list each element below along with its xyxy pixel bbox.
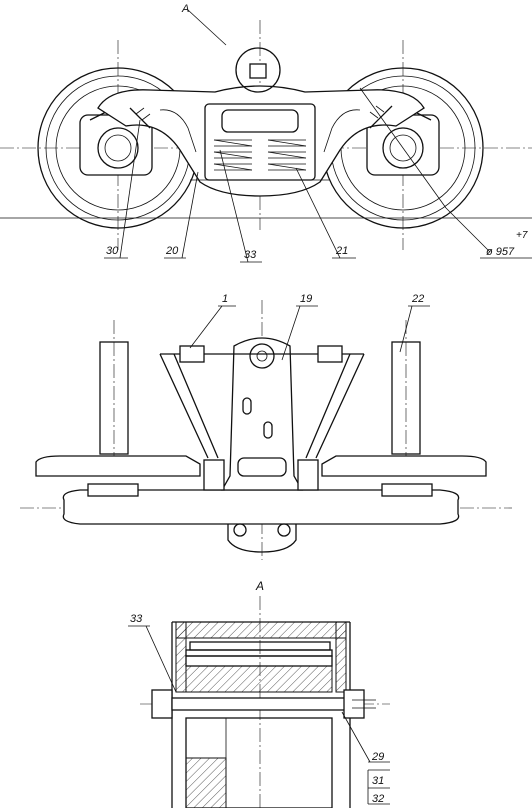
view-a-marker: A — [181, 3, 189, 15]
lower-bracket — [227, 524, 297, 553]
centre-casting — [220, 337, 304, 491]
section-a-view: A 33 29 31 32 — [128, 579, 390, 808]
callout-1: 1 — [222, 293, 228, 305]
callout-20: 20 — [165, 245, 179, 257]
callout-19: 19 — [300, 293, 312, 305]
side-elevation-view: A ø 957 +7 30 20 33 21 — [0, 3, 532, 263]
right-wheel-plan — [321, 455, 487, 477]
frame-beam — [62, 489, 460, 525]
spring-window — [204, 103, 316, 181]
diameter-value: ø 957 — [486, 246, 515, 258]
spring-coils — [213, 139, 307, 171]
callout-21: 21 — [335, 245, 348, 257]
bolt-nut — [343, 689, 365, 719]
callout-30: 30 — [106, 245, 119, 257]
plan-view: 1 19 22 — [20, 293, 512, 560]
diameter-dim-line — [359, 87, 447, 209]
view-a-circle — [235, 47, 281, 93]
callout-33b: 33 — [130, 613, 143, 625]
callout-32: 32 — [372, 793, 384, 805]
section-a-title: A — [255, 579, 264, 593]
right-wheel — [322, 67, 484, 229]
diameter-tolerance: +7 — [516, 230, 528, 241]
callout-29: 29 — [371, 751, 384, 763]
callout-31: 31 — [372, 775, 384, 787]
callout-22: 22 — [411, 293, 424, 305]
callout-33: 33 — [244, 249, 257, 261]
left-wheel-plan — [35, 455, 201, 477]
bolt-head — [151, 689, 173, 719]
bolt-shank — [171, 697, 353, 711]
